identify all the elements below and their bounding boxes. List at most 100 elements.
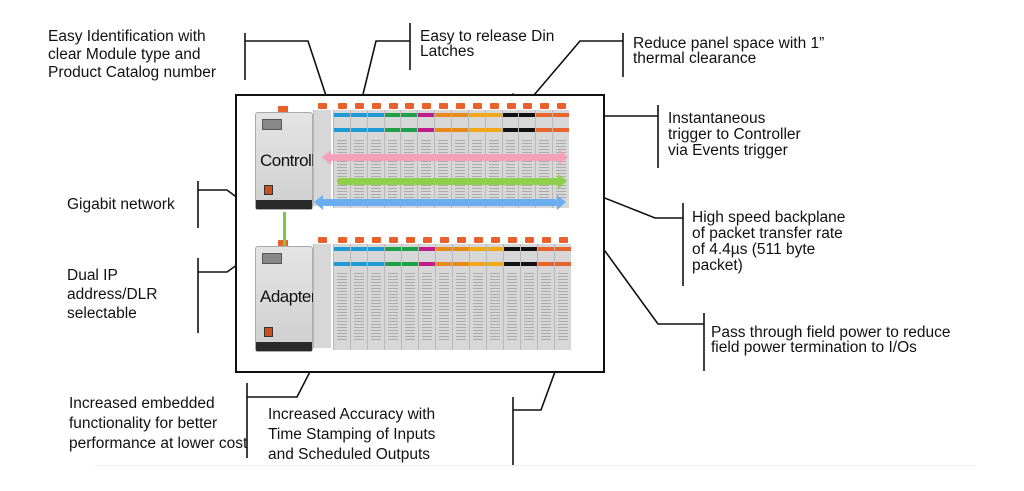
module-color-strip xyxy=(384,113,401,117)
callout-line: performance at lower cost xyxy=(69,435,248,452)
terminal-block xyxy=(388,272,398,342)
callout-line: Dual IP xyxy=(67,267,118,284)
din-latch xyxy=(338,103,347,109)
callout-line: Latches xyxy=(420,43,475,60)
module-color-strip xyxy=(487,262,503,266)
terminal-block xyxy=(439,272,449,342)
din-latch xyxy=(278,106,288,112)
callout-field-power: Pass through field power to reduce field… xyxy=(711,324,951,356)
callout-dual-ip: Dual IP address/DLR selectable xyxy=(67,266,157,323)
din-latch xyxy=(372,237,381,243)
callout-line: clear Module type and xyxy=(48,46,201,63)
terminal-block xyxy=(404,138,415,200)
module-color-strip xyxy=(468,128,485,132)
terminal-block xyxy=(405,272,415,342)
callout-line: field power termination to I/Os xyxy=(711,339,917,356)
callout-line: thermal clearance xyxy=(633,50,757,67)
adapter-module: Adapter xyxy=(255,240,317,352)
module-color-strip xyxy=(536,113,553,117)
callout-line: and Scheduled Outputs xyxy=(268,446,431,463)
module-base xyxy=(256,200,312,209)
io-module xyxy=(435,237,452,350)
module-color-strip xyxy=(402,262,418,266)
module-color-strip xyxy=(536,128,553,132)
callout-line: selectable xyxy=(67,305,137,322)
callout-line: Easy Identification with xyxy=(48,28,206,45)
callout-line: High speed backplane xyxy=(692,209,846,226)
module-color-strip xyxy=(419,262,435,266)
terminal-block xyxy=(354,272,364,342)
controller-module: Controller xyxy=(255,106,329,210)
field-power-arrow xyxy=(337,174,567,189)
module-color-strip xyxy=(435,128,451,132)
din-latch xyxy=(542,237,551,243)
terminal-block xyxy=(539,138,550,200)
module-color-strip xyxy=(521,262,537,266)
callout-events-trigger: Instantaneous trigger to Controller via … xyxy=(668,111,801,159)
module-color-strip xyxy=(521,247,537,251)
module-color-strip xyxy=(470,247,486,251)
adapter-label: Adapter xyxy=(260,287,317,306)
callout-line: packet) xyxy=(692,257,743,274)
io-module xyxy=(503,237,520,350)
module-color-strip xyxy=(435,113,451,117)
din-latch xyxy=(371,103,381,109)
din-latch xyxy=(440,237,449,243)
events-trigger-arrow xyxy=(322,150,568,165)
module-color-strip xyxy=(334,128,350,132)
status-display xyxy=(262,253,282,264)
module-color-strip xyxy=(436,262,452,266)
module-color-strip xyxy=(538,247,554,251)
io-module xyxy=(367,237,384,350)
din-latch xyxy=(508,237,517,243)
din-latch xyxy=(355,237,364,243)
terminal-block xyxy=(507,272,517,342)
din-latch xyxy=(559,237,568,243)
io-module xyxy=(401,237,418,350)
module-color-strip xyxy=(384,128,401,132)
callout-line: Pass through field power to reduce xyxy=(711,324,951,341)
controller-label: Controller xyxy=(260,151,329,170)
module-color-strip xyxy=(453,247,469,251)
io-module xyxy=(350,237,367,350)
terminal-block xyxy=(422,272,432,342)
module-color-strip xyxy=(401,113,418,117)
module-color-strip xyxy=(485,128,502,132)
module-color-strip xyxy=(436,247,452,251)
module-color-strip xyxy=(419,247,435,251)
module-color-strip xyxy=(368,247,384,251)
terminal-block xyxy=(337,138,347,200)
module-color-strip xyxy=(368,262,384,266)
module-color-strip xyxy=(334,113,350,117)
status-display xyxy=(262,119,282,130)
terminal-block xyxy=(522,138,533,200)
module-color-strip xyxy=(555,247,571,251)
module-color-strip xyxy=(538,262,554,266)
din-latch xyxy=(525,237,534,243)
module-color-strip xyxy=(452,128,468,132)
leader-accuracy xyxy=(512,357,561,465)
din-latch xyxy=(474,237,483,243)
callout-line: Instantaneous xyxy=(668,110,766,127)
terminal-block xyxy=(337,272,347,342)
terminal-block xyxy=(387,138,398,200)
din-latch xyxy=(489,103,499,109)
din-latch xyxy=(540,103,550,109)
callout-din-latches: Easy to release Din Latches xyxy=(420,29,554,60)
din-latch xyxy=(338,237,347,243)
module-color-strip xyxy=(502,128,519,132)
terminal-block xyxy=(541,272,551,342)
module-color-strip xyxy=(385,262,401,266)
callout-line: via Events trigger xyxy=(668,142,788,159)
module-color-strip xyxy=(334,247,350,251)
callout-line: Increased Accuracy with xyxy=(268,406,436,423)
din-latch xyxy=(388,103,398,109)
io-module xyxy=(469,237,486,350)
module-color-strip xyxy=(350,128,367,132)
io-module xyxy=(520,237,537,350)
usb-port-icon xyxy=(264,185,273,195)
din-latch xyxy=(439,103,449,109)
callout-line: of 4.4µs (511 byte xyxy=(692,241,816,258)
module-color-strip xyxy=(367,128,384,132)
terminal-block xyxy=(488,138,499,200)
